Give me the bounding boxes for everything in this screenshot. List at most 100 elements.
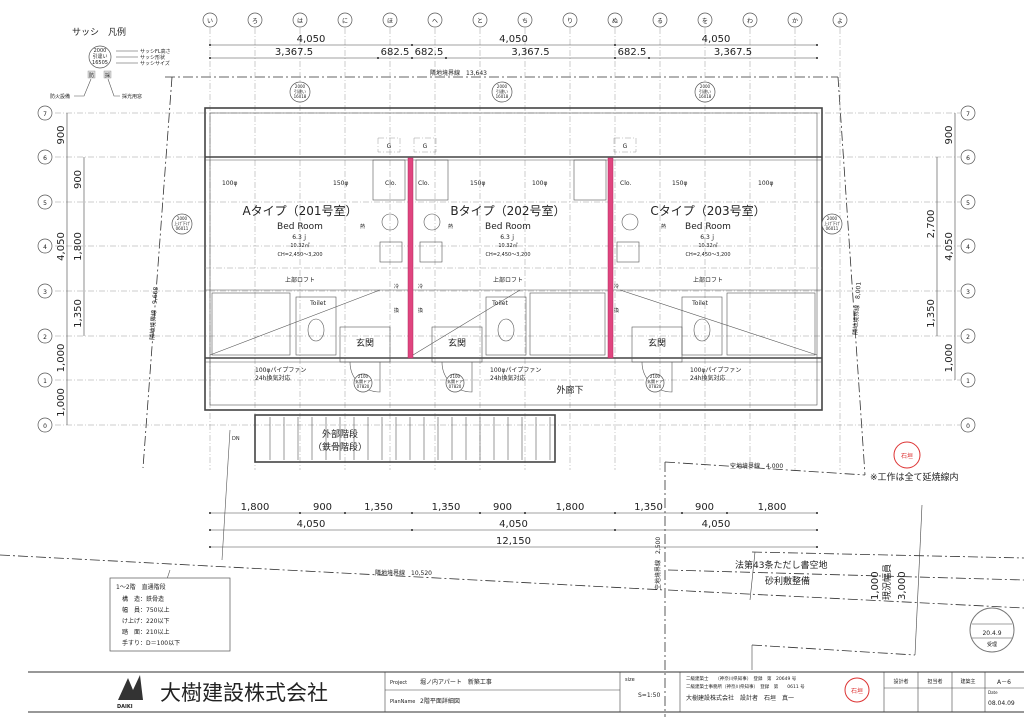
dimension-value: 1,000 [56, 344, 67, 373]
site-boundaries: 隣地境界線 13,643 隣地境界線 9,668 隣地境界線 8,001 隣地境… [0, 69, 1024, 717]
grid-label-y: 2 [43, 334, 47, 341]
window-tag [821, 213, 843, 235]
dimension-tick [479, 512, 481, 514]
room-size: 6.3ｊ [700, 233, 716, 241]
stairs-sublabel: （鉄骨階段） [313, 441, 367, 453]
fan-label: 100φパイプファン [255, 367, 306, 374]
grid-label-y: 5 [43, 200, 47, 207]
sheet-number: A－6 [997, 679, 1011, 686]
grid-label-y: 7 [966, 111, 970, 118]
fan-label: 100φパイプファン [490, 367, 541, 374]
entry-label: 玄関 [648, 337, 666, 349]
road-width-label: 現況幅員 [881, 564, 893, 600]
dimension-value: 4,050 [944, 232, 955, 261]
vent-label: 150φ [672, 180, 687, 187]
dimension-tick [209, 546, 211, 548]
col-owner: 建築主 [960, 678, 975, 685]
designer-line: 大樹建設株式会社 設計者 石垣 真一 [686, 694, 794, 702]
vent-label: 100φ [222, 180, 237, 187]
grid-label-y: 1 [966, 378, 970, 385]
grid-bubble-x [562, 12, 578, 28]
grid-bubble-y [960, 417, 976, 433]
vent-label: 100φ [532, 180, 547, 187]
window-tag [289, 81, 311, 103]
grid-label-x: へ [432, 18, 438, 25]
dimension-tick [816, 512, 818, 514]
dimension-tick [209, 512, 211, 514]
grid-label-x: を [702, 18, 708, 25]
dimension-value: 900 [56, 125, 67, 144]
ventilation-mark: 換 [394, 307, 399, 314]
grid-label-y: 3 [966, 289, 970, 296]
dimension-value: 4,050 [297, 34, 326, 45]
closet-label: Clo. [385, 180, 396, 187]
license-line: 二級建築士 （神奈川県知事） 登録 第 20649 号 [686, 675, 797, 682]
grid-bubble-y [37, 372, 53, 388]
door-tag-line: 2100 [650, 374, 661, 379]
window-tags: 2000引違い160182000引違い160182000引違い160182000… [171, 81, 843, 235]
toilet-b [485, 296, 527, 356]
dimension-tick [648, 57, 650, 59]
window-tag-line: 上げ下げ [174, 220, 190, 226]
grid-label-x: よ [837, 18, 843, 25]
grid-label-x: か [792, 18, 798, 25]
ventilation-mark: 換 [614, 307, 619, 314]
grid-label-x: る [657, 18, 663, 25]
road-offset-value: 1,000 [870, 571, 881, 600]
plan-label: PlanName [390, 699, 415, 705]
receipt-stamp: 20.4.9 受理 [969, 607, 1015, 653]
dimension-tick [411, 529, 413, 531]
dimension-value: 900 [313, 502, 332, 513]
stair-spec-row: 幅 員：750以上 [122, 606, 169, 614]
bathroom-a [211, 292, 291, 356]
unit-type-label: Bタイプ（202号室） [450, 203, 565, 218]
dimension-tick [816, 546, 818, 548]
loft-label: 上部ロフト [693, 276, 723, 284]
door-tag-line: 玄関ドア [647, 378, 663, 384]
boundary-south-label: 隣地境界線 10,520 [375, 569, 432, 577]
vent-label: 100φ [758, 180, 773, 187]
grid-bubble-x [292, 12, 308, 28]
grid-bubble-x [517, 12, 533, 28]
ceiling-height: CH=2,450～3,200 [685, 252, 730, 258]
grid-label-x: ろ [252, 18, 258, 25]
dimension-tick [816, 44, 818, 46]
dimension-value: 900 [493, 502, 512, 513]
grid-label-y: 7 [43, 111, 47, 118]
entry-label: 玄関 [448, 337, 466, 349]
grid-bubble-y [960, 194, 976, 210]
dimension-tick [816, 57, 818, 59]
dimension-tick [209, 44, 211, 46]
grid-bubble-x [337, 12, 353, 28]
grid-label-x: わ [747, 18, 753, 25]
toilet-label: Toilet [491, 300, 508, 307]
grid-bubble-y [37, 149, 53, 165]
fan-label: 24h換気対応 [255, 374, 290, 382]
corridor-label: 外廊下 [556, 384, 583, 396]
toilet-label: Toilet [309, 300, 326, 307]
heater-mark: 熱 [661, 223, 666, 230]
dimension-tick [681, 512, 683, 514]
ceiling-height: CH=2,450～3,200 [485, 252, 530, 258]
units: Aタイプ（201号室）Bed Room6.3ｊ10.32㎡CH=2,450～3,… [242, 203, 766, 393]
grid-bubble-x [697, 12, 713, 28]
room-size: 6.3ｊ [292, 233, 308, 241]
dimension-tick [816, 529, 818, 531]
grid-label-y: 6 [43, 155, 47, 162]
grid-label-x: と [477, 18, 483, 25]
dimension-tick [614, 44, 616, 46]
toilet-c [681, 296, 723, 356]
grid-bubble-y [37, 105, 53, 121]
heater-mark: 熱 [448, 223, 453, 230]
dimension-value: 4,050 [499, 34, 528, 45]
stairs-label: 外部階段 [322, 428, 358, 440]
window-tag-line: 引違い [294, 88, 306, 94]
dimension-value: 3,367.5 [275, 47, 313, 58]
fridge-mark: 冷 [394, 283, 399, 290]
fire-wall-b-c [607, 157, 614, 359]
col-manager: 担当者 [927, 678, 942, 685]
window-tag-line: 2000 [295, 84, 306, 89]
dimension-value: 682.5 [618, 47, 647, 58]
